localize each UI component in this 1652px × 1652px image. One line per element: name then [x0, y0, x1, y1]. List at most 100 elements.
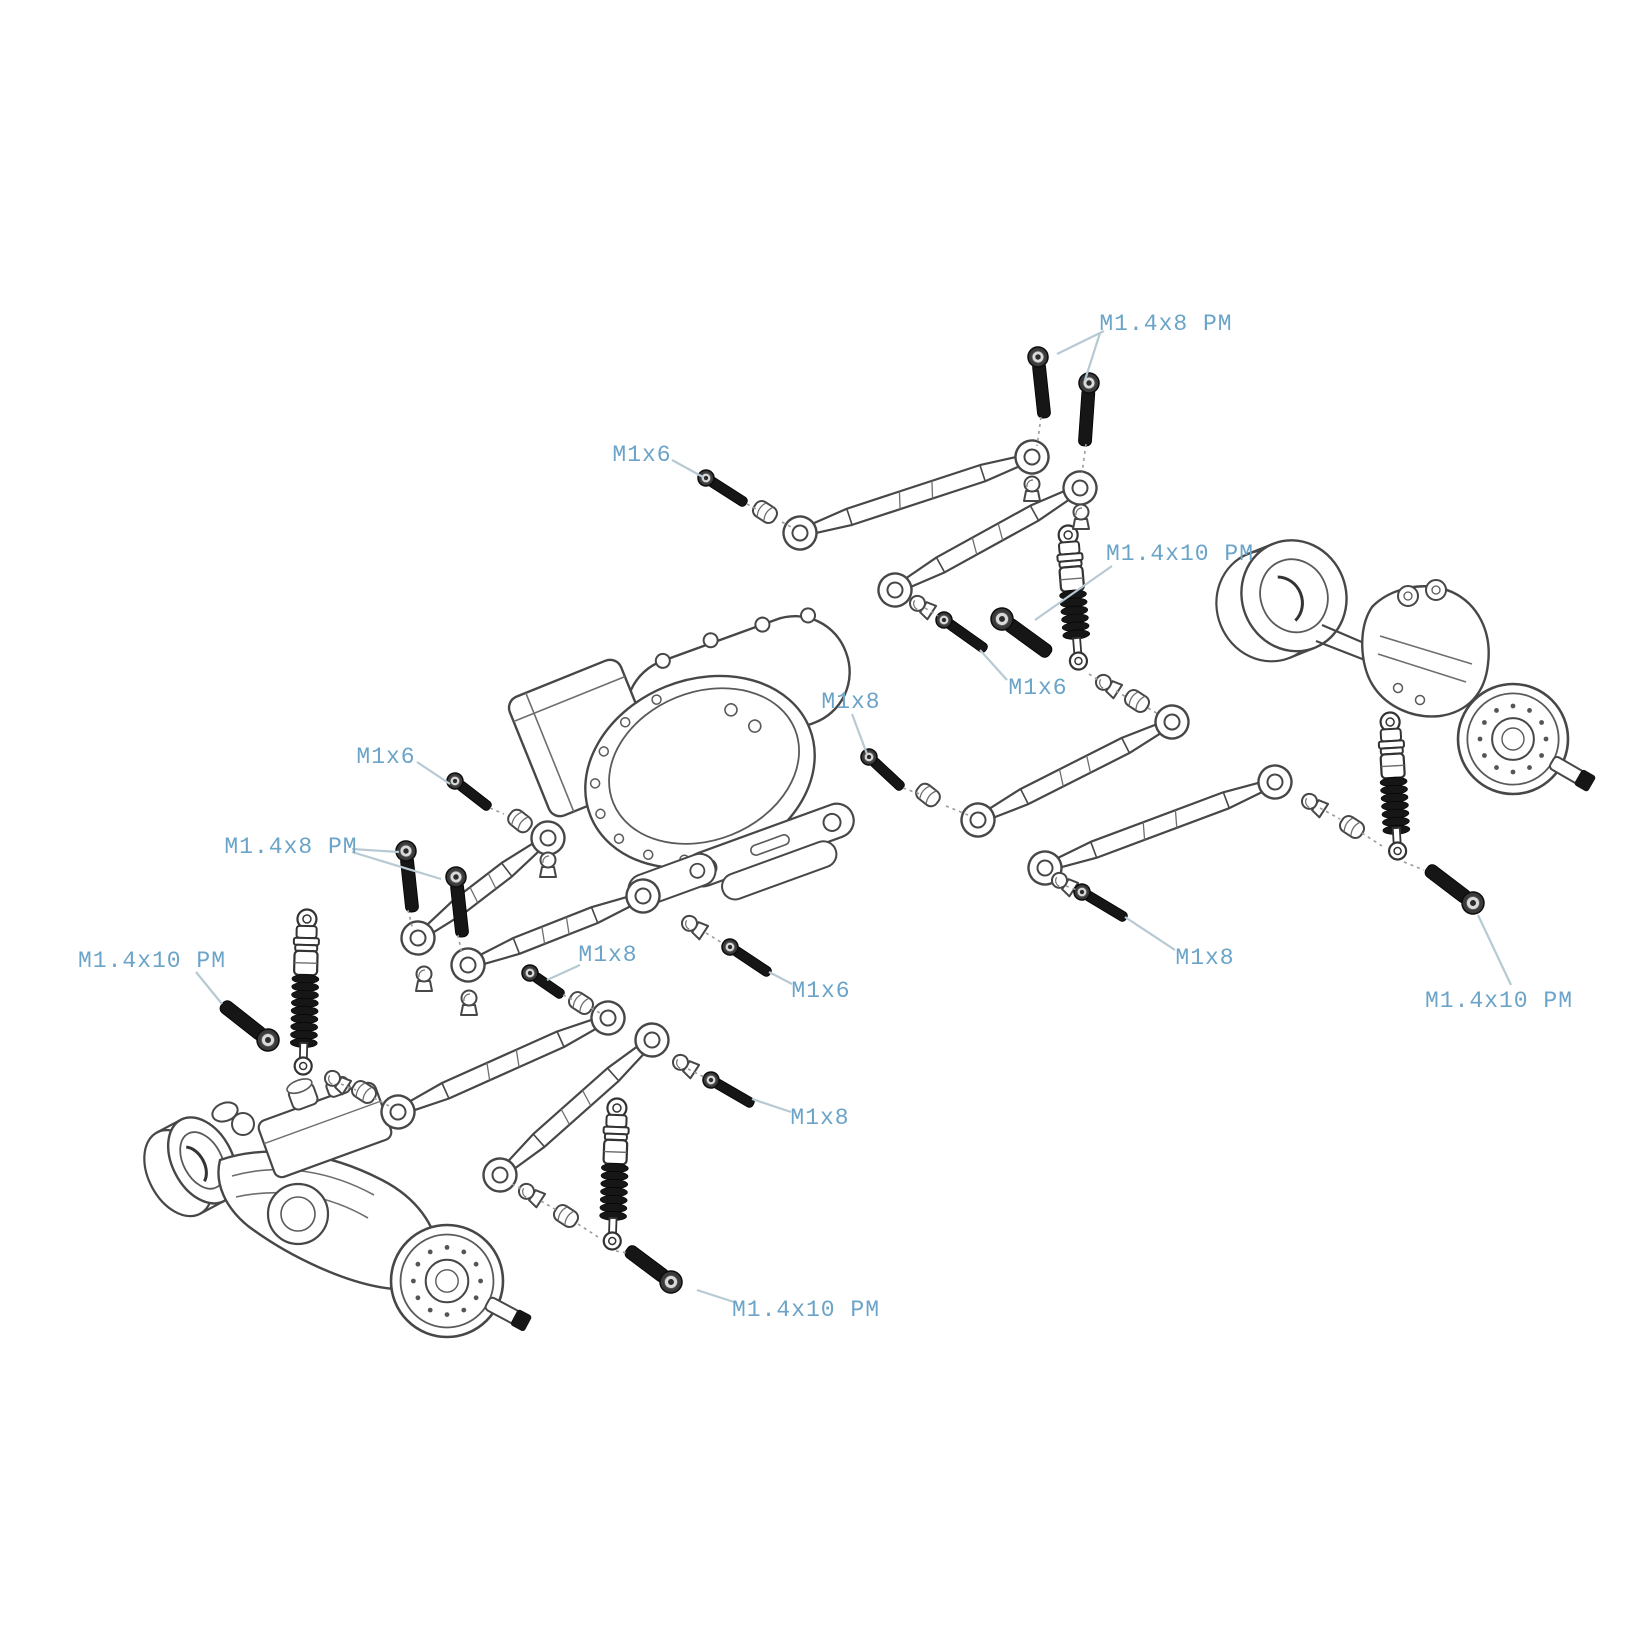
assembly-dash-line — [924, 607, 939, 617]
screw — [702, 1071, 755, 1108]
label-leader-line — [416, 761, 451, 785]
label-leader-line — [1124, 916, 1176, 951]
screw — [446, 772, 492, 811]
ball-stud — [1300, 792, 1330, 819]
shock-absorber — [1377, 711, 1411, 861]
label-leader-line — [1083, 332, 1102, 381]
axle-stub — [1549, 755, 1596, 792]
ball-stud — [415, 965, 433, 992]
label-leader-line — [195, 971, 223, 1005]
bushing — [567, 991, 595, 1015]
gearbox-face — [584, 674, 816, 870]
rear-axle-assembly — [1215, 539, 1596, 796]
assembly-dash-line — [781, 521, 794, 529]
screw — [1078, 372, 1100, 447]
rear-left-wheel-drum — [1215, 539, 1348, 663]
label-leader-line — [671, 459, 704, 478]
screw — [1027, 346, 1051, 419]
screw — [1073, 883, 1128, 922]
ball-stud — [671, 1053, 701, 1080]
assembly-dash-line — [540, 1200, 559, 1212]
screw — [860, 748, 905, 791]
screw-label-7: M1.4x8 PM — [224, 834, 357, 860]
bushing — [552, 1204, 580, 1228]
bushing — [1123, 689, 1151, 713]
shock-absorber — [289, 908, 320, 1076]
assembly-dash-line — [457, 934, 463, 956]
assembly-dash-line — [373, 1097, 392, 1108]
screw-label-8: M1.4x10 PM — [78, 948, 226, 974]
screw — [1424, 864, 1485, 915]
label-leader-line — [850, 713, 869, 755]
label-leader-line — [1056, 330, 1105, 355]
bushing — [915, 782, 941, 808]
label-leader-line — [351, 847, 400, 854]
assembly-dash-line — [489, 807, 505, 815]
screw — [445, 866, 469, 938]
link-rod — [877, 470, 1098, 608]
screw — [521, 964, 565, 999]
bushing — [751, 500, 779, 524]
assembly-dash-line — [902, 787, 921, 795]
screw-label-6: M1x6 — [356, 744, 415, 770]
screw — [219, 1000, 280, 1052]
screw-label-10: M1x6 — [791, 978, 850, 1004]
assembly-dash-line — [1088, 673, 1101, 682]
assembly-dash-line — [615, 1250, 629, 1254]
leader-lines-layer — [195, 330, 1512, 1305]
assembly-dash-line — [590, 1007, 601, 1014]
link-rod — [450, 878, 661, 983]
screw-label-14: M1.4x10 PM — [732, 1297, 880, 1323]
assembly-dash-line — [1036, 416, 1042, 447]
screw-label-12: M1.4x10 PM — [1425, 988, 1573, 1014]
bushing — [507, 808, 533, 834]
screw-label-2: M1x6 — [612, 442, 671, 468]
small-parts-layer — [323, 475, 1366, 1228]
link-rod — [960, 704, 1190, 838]
gearbox-assembly — [507, 607, 855, 908]
shock-absorber — [599, 1097, 630, 1251]
ball-stud — [908, 594, 938, 621]
link-rod — [782, 439, 1050, 551]
link-rod — [482, 1022, 670, 1193]
screw-label-13: M1x8 — [790, 1105, 849, 1131]
assembly-dash-line — [746, 503, 759, 511]
ball-stud — [539, 851, 557, 878]
assembly-dash-line — [340, 1083, 357, 1091]
screw — [624, 1245, 683, 1294]
screw — [990, 607, 1053, 658]
label-leader-line — [768, 971, 793, 985]
label-leader-line — [546, 963, 581, 982]
ball-stud — [1094, 673, 1124, 700]
ball-stud — [1072, 503, 1090, 530]
assembly-dash-line — [1115, 690, 1129, 699]
dash-lines-layer — [340, 416, 1425, 1254]
ball-stud — [323, 1069, 353, 1096]
assembly-dash-line — [1147, 707, 1161, 716]
label-leader-line — [979, 649, 1008, 681]
assembly-dash-line — [562, 994, 575, 1001]
screw-label-1: M1.4x8 PM — [1099, 311, 1232, 337]
axle-stub — [484, 1296, 532, 1332]
label-leader-line — [1477, 914, 1512, 986]
label-leader-line — [751, 1097, 792, 1114]
shocks-layer — [289, 524, 1411, 1251]
screw — [697, 469, 748, 507]
screws-layer — [219, 346, 1485, 1294]
shock-absorber — [1056, 524, 1091, 671]
label-leader-line — [1034, 565, 1113, 621]
screw-label-11: M1x8 — [1175, 945, 1234, 971]
assembly-dash-line — [687, 1068, 705, 1078]
front-axle-assembly — [143, 1076, 532, 1339]
screw — [935, 611, 988, 653]
ball-stud — [680, 914, 710, 941]
link-rod — [380, 1000, 626, 1130]
link-rods-layer — [380, 439, 1293, 1193]
screw-label-9: M1x8 — [578, 942, 637, 968]
label-leader-line — [351, 850, 442, 881]
ball-stud — [460, 989, 478, 1016]
screw — [721, 938, 772, 977]
